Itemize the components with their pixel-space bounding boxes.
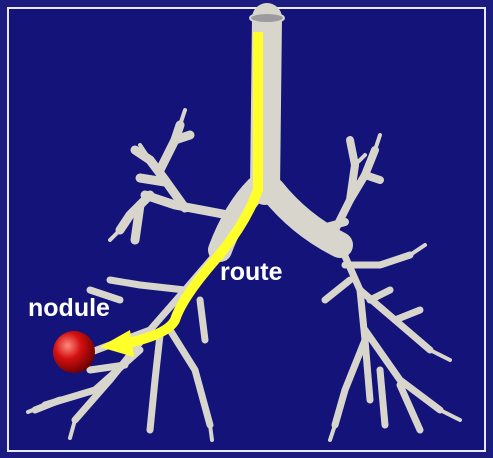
nodule-label: nodule: [28, 296, 110, 321]
route-label: route: [220, 260, 283, 285]
trachea: [265, 18, 267, 190]
trachea-opening: [250, 13, 284, 23]
right-lower-lobe-branches: [325, 245, 440, 430]
right-upper-lobe-branches: [315, 140, 380, 240]
nodule-sphere: [53, 331, 95, 373]
left-upper-lobe-branches: [120, 125, 228, 240]
